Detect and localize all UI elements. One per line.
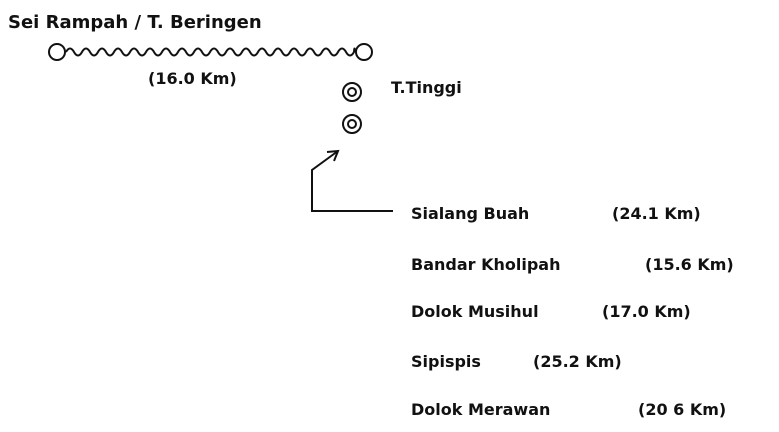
feeder-route-distance: (15.6 Km) — [645, 255, 734, 274]
feeder-route-distance: (17.0 Km) — [602, 302, 691, 321]
feeder-route-item: Dolok Musihul (17.0 Km) — [411, 302, 691, 321]
feeder-route-item: Sipispis (25.2 Km) — [411, 352, 622, 371]
feeder-route-distance: (20 6 Km) — [638, 400, 726, 419]
feeder-route-name: Dolok Merawan — [411, 400, 550, 419]
feeder-route-distance: (24.1 Km) — [612, 204, 701, 223]
connector-line — [311, 150, 393, 212]
destination-station-node — [355, 43, 373, 61]
feeder-route-item: Sialang Buah (24.1 Km) — [411, 204, 701, 223]
feeder-route-name: Bandar Kholipah — [411, 255, 560, 274]
feeder-route-item: Bandar Kholipah (15.6 Km) — [411, 255, 734, 274]
arrow-head-icon — [326, 149, 340, 162]
route-distance-label: (16.0 Km) — [148, 69, 237, 88]
feeder-route-item: Dolok Merawan (20 6 Km) — [411, 400, 726, 419]
origin-label: Sei Rampah / T. Beringen — [8, 12, 262, 33]
origin-station-node — [48, 43, 66, 61]
double-circle-icon — [342, 82, 362, 102]
feeder-route-name: Sipispis — [411, 352, 481, 371]
feeder-route-distance: (25.2 Km) — [533, 352, 622, 371]
feeder-route-name: Dolok Musihul — [411, 302, 539, 321]
double-circle-icon — [342, 114, 362, 134]
wavy-route-line — [65, 47, 356, 57]
destination-label: T.Tinggi — [391, 78, 462, 97]
feeder-route-name: Sialang Buah — [411, 204, 529, 223]
